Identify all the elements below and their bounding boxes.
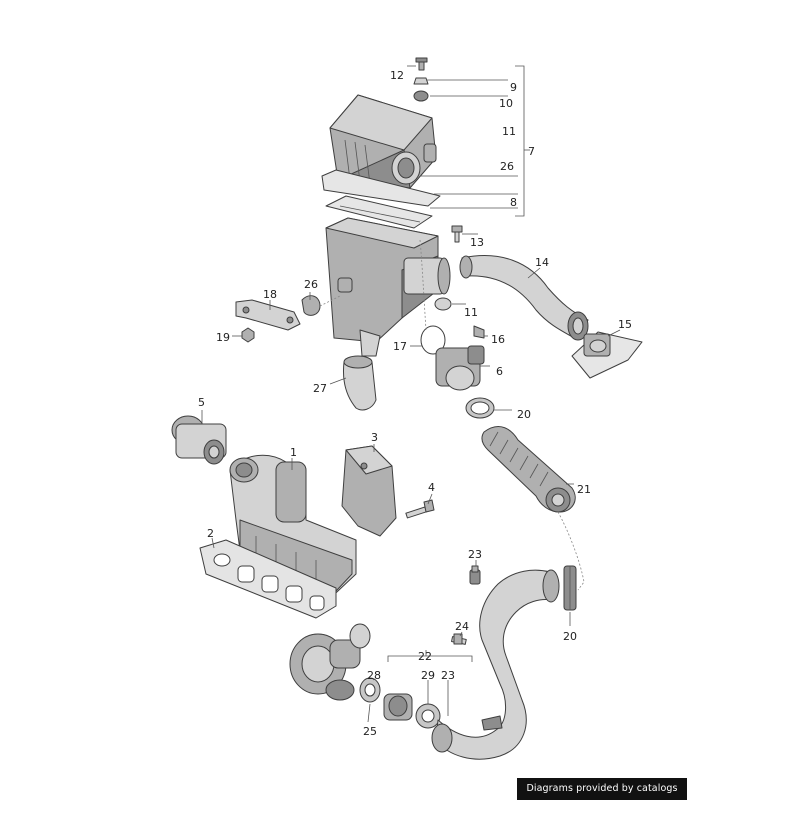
bolt [451,225,463,243]
callout-19: 19 [216,331,230,344]
callout-25: 25 [363,725,377,738]
manifold-gasket [199,539,337,619]
catalog-credit-banner: Diagrams provided by catalogs parts [517,778,687,816]
callout-13: 13 [470,236,484,249]
parts-exploded-diagram: 1 2 3 4 5 6 7 8 9 10 11 26 12 13 14 15 1… [171,57,643,760]
bolt-and-grommet-stack [413,57,429,102]
callout-23-upper: 23 [468,548,482,561]
callout-2: 2 [207,527,214,540]
callout-17: 17 [393,340,407,353]
hose-clamp-inner [364,683,376,697]
callout-1: 1 [290,446,297,459]
bolt [451,633,467,645]
callout-3: 3 [371,431,378,444]
retaining-clip [301,295,321,316]
charge-air-pipe [431,569,560,760]
callout-23-lower: 23 [441,669,455,682]
throttle-body [435,345,485,391]
callout-29: 29 [421,669,435,682]
callout-12: 12 [390,69,404,82]
callout-26-upper: 26 [500,160,514,173]
callout-16: 16 [491,333,505,346]
hose-clamp-inner [421,709,435,723]
hose-clamp-inner [470,401,490,415]
callout-9: 9 [510,81,517,94]
seal-ring [420,325,446,355]
mounting-bracket [235,299,301,331]
callout-8: 8 [510,196,517,209]
turbocharger [289,623,371,701]
intake-flange [571,331,643,379]
callout-18: 18 [263,288,277,301]
callout-26-left: 26 [304,278,318,291]
callout-11-upper: 11 [502,125,516,138]
pressure-sensor [469,565,481,585]
callout-5: 5 [198,396,205,409]
callout-10: 10 [499,97,513,110]
callout-21: 21 [577,483,591,496]
hose-clamp [563,565,577,611]
leader-lines [201,65,621,723]
hose-adapter [383,693,413,721]
heat-shield [341,445,397,537]
callout-15: 15 [618,318,632,331]
callout-20-lower: 20 [563,630,577,643]
callout-labels: 1 2 3 4 5 6 7 8 9 10 11 26 12 13 14 15 1… [198,69,632,738]
callout-22: 22 [418,650,432,663]
grommet [434,297,452,311]
intake-pipe-elbow [343,355,377,411]
callout-20-upper: 20 [517,408,531,421]
callout-7: 7 [528,145,535,158]
hex-nut [241,327,255,343]
intake-hose [459,255,589,341]
callout-14: 14 [535,256,549,269]
bolt [473,325,485,339]
callout-4: 4 [428,481,435,494]
bolt [405,499,435,519]
callout-11-lower: 11 [464,306,478,319]
callout-24: 24 [455,620,469,633]
callout-6: 6 [496,365,503,378]
corrugated-hose [481,426,576,513]
callout-27: 27 [313,382,327,395]
air-filter-housing [321,94,451,357]
egr-valve [171,415,227,465]
callout-28: 28 [367,669,381,682]
